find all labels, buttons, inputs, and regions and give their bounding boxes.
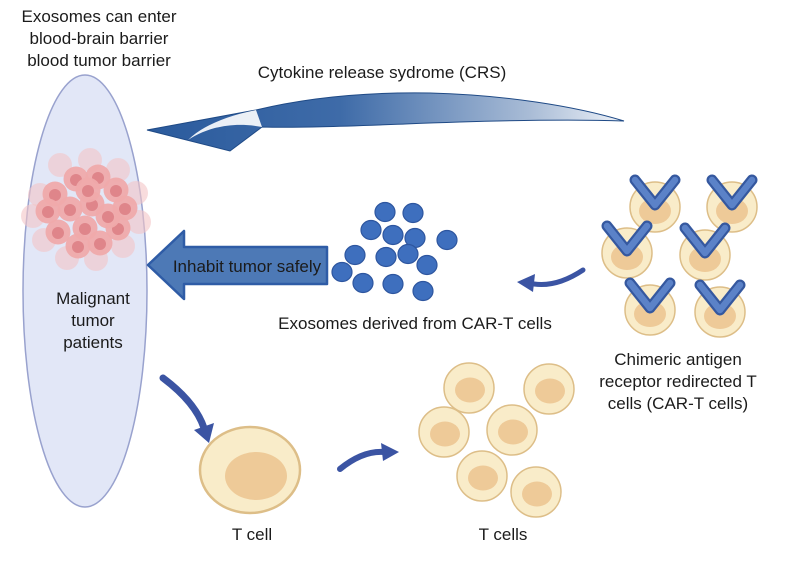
tumor-cell-core [102,211,114,223]
exosome-dot [416,254,438,276]
cart-caption: Chimeric antigen receptor redirected T c… [578,349,778,415]
barrier-note: Exosomes can enter blood-brain barrier b… [9,6,189,72]
tcell-nucleus [430,421,460,447]
tumor-cell-core [42,206,54,218]
tcell-nucleus [468,465,498,491]
tcell [523,363,575,415]
exosome-dot [352,272,374,294]
cart-cell-nucleus [611,244,643,270]
tcell-label: T cell [231,525,273,544]
tcell-nucleus [522,481,552,507]
tumor-cell-core [110,185,122,197]
arrow-tcell-to-tcells [337,443,399,472]
car-receptor [626,279,674,312]
tcells-label: T cells [478,525,528,544]
arrow-cart-to-exosomes [517,267,586,292]
barrier-note-line: blood tumor barrier [27,51,171,70]
cart-cell-nucleus [634,301,666,327]
tumor-cell-core [94,238,106,250]
exosome-cluster [331,201,458,302]
tcell-single [198,425,302,515]
exosomes-caption: Exosomes derived from CAR-T cells [278,314,552,333]
tumor-cell-core [52,227,64,239]
cart-cell-nucleus [716,198,748,224]
tumor-cell-core [119,203,131,215]
tcell-nucleus [535,378,565,404]
tumor-halo-cell [106,158,130,182]
cart-cell [706,174,758,233]
exosome-dot [344,244,366,266]
tumor-cell-core [72,241,84,253]
patient-label: Malignant tumor patients [33,288,153,354]
cart-cell-nucleus [639,198,671,224]
tcell-cluster [418,362,575,518]
crs-label: Cytokine release sydrome (CRS) [257,63,507,82]
tumor-cell-core [79,223,91,235]
exosome-dot [412,280,434,302]
exosome-dot [397,243,419,265]
inhabit-tumor-arrow [146,229,329,301]
tcell [510,466,562,518]
cart-cell [694,279,746,338]
arrow-patient-to-tcell [159,374,214,443]
exosome-dot [436,229,458,251]
exosome-dot [360,219,382,241]
exosome-dot [382,273,404,295]
tumor-cluster [21,148,151,271]
cart-cell [629,174,681,233]
crs-swoosh-arrow [146,92,625,152]
tumor-cell-core [49,189,61,201]
patient-label-line: Malignant [56,289,130,308]
car-receptor [696,281,744,314]
tcell [456,450,508,502]
tumor-cell-core [82,185,94,197]
exosome-dot [374,201,396,223]
cart-cell [601,220,653,279]
cart-caption-line: receptor redirected T [599,372,757,391]
tcell [486,404,538,456]
cart-cell [679,222,731,281]
cart-caption-line: Chimeric antigen [614,350,742,369]
exosome-dot [382,224,404,246]
exosome-dot [375,246,397,268]
cart-cell [624,277,676,336]
cart-cell-cluster [601,174,758,338]
barrier-note-line: Exosomes can enter [21,7,177,26]
tumor-cell-core [64,204,76,216]
tcell [418,406,470,458]
cart-cell-nucleus [689,246,721,272]
exosome-dot [402,202,424,224]
tcell-nucleus [498,419,528,445]
exosome-dot [331,261,353,283]
cart-caption-line: cells (CAR-T cells) [607,394,749,413]
patient-label-line: tumor [71,311,115,330]
tcell-nucleus [455,377,485,403]
barrier-note-line: blood-brain barrier [29,29,169,48]
car-receptor [631,176,679,209]
patient-label-line: patients [63,333,123,352]
car-receptor [708,176,756,209]
tcell [443,362,495,414]
cart-cell-nucleus [704,303,736,329]
car-receptor [603,222,651,255]
car-receptor [681,224,729,257]
tcell-nucleus [225,452,287,500]
tumor-halo-cell [48,153,72,177]
crs-swoosh-highlight [188,110,262,140]
inhabit-label: Inhabit tumor safely [172,257,322,276]
